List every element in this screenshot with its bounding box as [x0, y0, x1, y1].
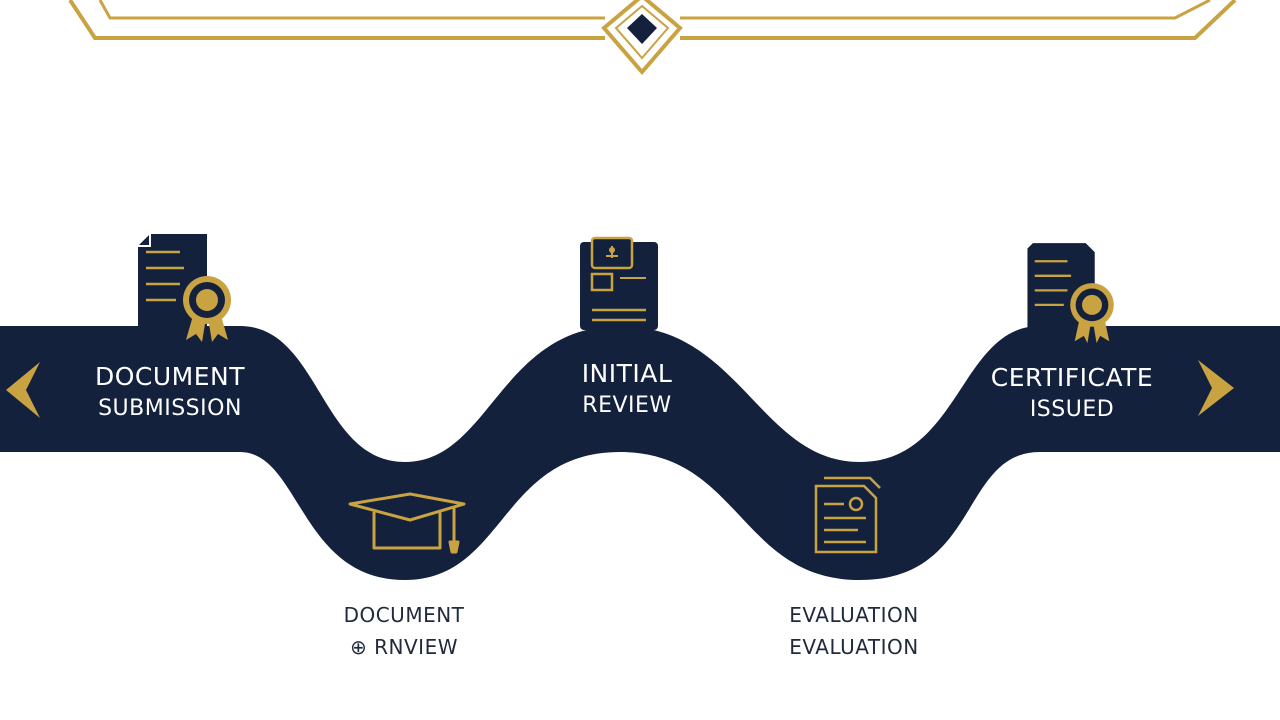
- graduation-cap-icon: [344, 490, 470, 560]
- stage-subtitle: REVIEW: [582, 393, 672, 418]
- ornamental-frame: [68, 0, 1237, 76]
- stage-certificate-issued: CERTIFICATE ISSUED: [962, 362, 1182, 426]
- stage-title: INITIAL: [581, 359, 673, 388]
- stage-subtitle: SUBMISSION: [98, 396, 242, 421]
- chevron-right-icon: [1198, 360, 1234, 416]
- stage-evaluation: EVALUATION EVALUATION: [754, 599, 954, 663]
- previous-stage-button[interactable]: [0, 358, 44, 422]
- stage-title: DOCUMENT: [343, 603, 465, 627]
- frame-center-diamond: [627, 14, 657, 44]
- stage-subtitle: EVALUATION: [789, 635, 919, 659]
- next-stage-button[interactable]: [1194, 356, 1238, 420]
- clipboard-document-icon: [574, 234, 664, 330]
- certificate-ribbon-icon: [1022, 238, 1122, 350]
- stage-initial-review: INITIAL REVIEW: [527, 358, 727, 422]
- stage-subtitle: ISSUED: [1029, 397, 1115, 422]
- certificate-ribbon-icon: [132, 230, 242, 350]
- timeline-wave-band: [0, 326, 1280, 580]
- stage-subtitle: ⊕ RNVIEW: [350, 635, 458, 659]
- chevron-left-icon: [6, 362, 40, 418]
- stage-title: CERTIFICATE: [990, 363, 1154, 392]
- document-icon: [810, 474, 886, 558]
- stage-document-review: DOCUMENT ⊕ RNVIEW: [304, 599, 504, 663]
- stage-title: DOCUMENT: [94, 362, 246, 391]
- stage-title: EVALUATION: [789, 603, 919, 627]
- stage-document-submission: DOCUMENT SUBMISSION: [60, 361, 280, 425]
